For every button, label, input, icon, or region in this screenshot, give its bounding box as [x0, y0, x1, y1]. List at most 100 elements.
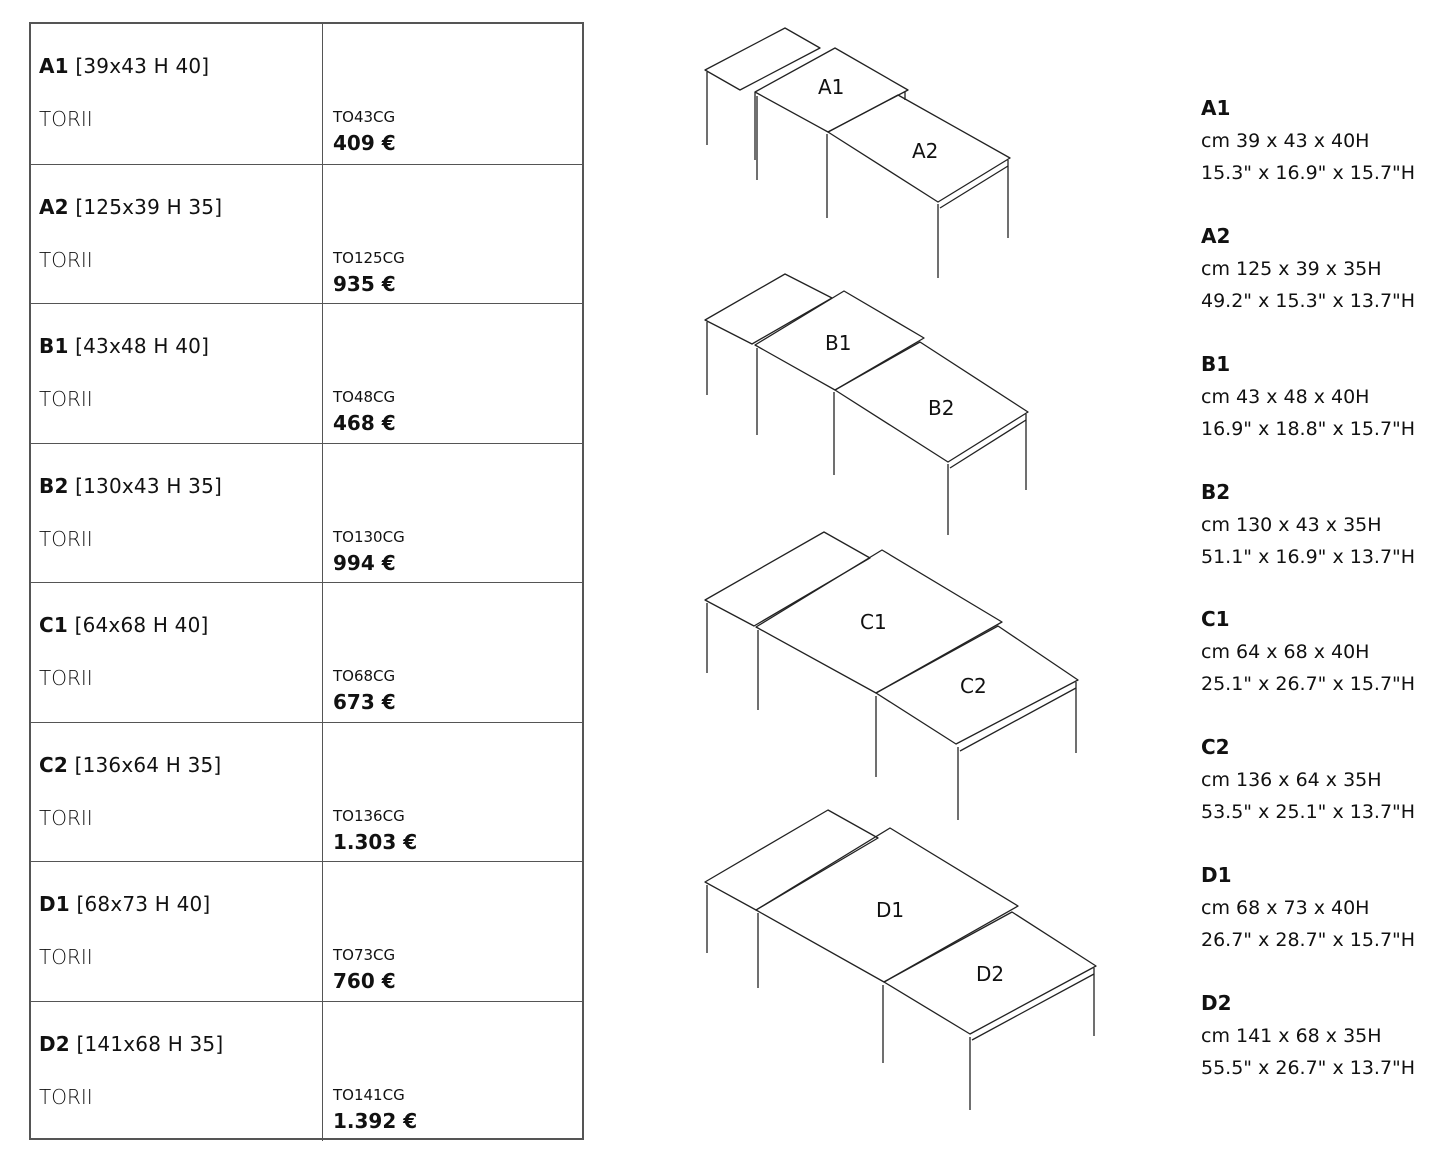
- table-row: D1 [68x73 H 40] TORII TO73CG 760 €: [31, 861, 582, 1001]
- product-price: 1.303 €: [333, 830, 418, 854]
- product-family: TORII: [39, 806, 93, 830]
- product-family: TORII: [39, 945, 93, 969]
- product-family: TORII: [39, 1085, 93, 1109]
- product-code: D1: [39, 892, 70, 916]
- dimension-inch: 16.9" x 18.8" x 15.7"H: [1201, 418, 1416, 440]
- product-code: C2: [39, 753, 68, 777]
- dimension-inch: 26.7" x 28.7" x 15.7"H: [1201, 929, 1416, 951]
- product-family: TORII: [39, 248, 93, 272]
- dimension-inch: 49.2" x 15.3" x 13.7"H: [1201, 290, 1416, 312]
- table-d2-top: [883, 911, 1097, 1035]
- table-row: D2 [141x68 H 35] TORII TO141CG 1.392 €: [31, 1001, 582, 1141]
- product-size: [141x68 H 35]: [76, 1032, 224, 1056]
- product-code: D2: [39, 1032, 70, 1056]
- product-size: [130x43 H 35]: [75, 474, 222, 498]
- product-cell: A2 [125x39 H 35] TORII: [31, 165, 323, 304]
- dimension-inch: 51.1" x 16.9" x 13.7"H: [1201, 546, 1416, 568]
- drawing-label: A1: [818, 75, 844, 99]
- product-family: TORII: [39, 387, 93, 411]
- product-cell: B1 [43x48 H 40] TORII: [31, 304, 323, 443]
- table-c2-top: [875, 625, 1079, 745]
- product-size: [125x39 H 35]: [75, 195, 223, 219]
- dimension-code: B1: [1201, 352, 1231, 376]
- dimension-code: B2: [1201, 480, 1231, 504]
- product-cell: D2 [141x68 H 35] TORII: [31, 1002, 323, 1141]
- drawing-group-b: [704, 273, 1029, 535]
- drawing-group-c: [704, 531, 1079, 820]
- price-table: A1 [39x43 H 40] TORII TO43CG 409 € A2 [1…: [29, 22, 584, 1141]
- back-table-top: [704, 531, 871, 627]
- dimension-code: D1: [1201, 863, 1232, 887]
- product-price: 1.392 €: [333, 1109, 418, 1133]
- table-row: C2 [136x64 H 35] TORII TO136CG 1.303 €: [31, 722, 582, 862]
- dimension-cm: cm 136 x 64 x 35H: [1201, 769, 1382, 791]
- dimension-code: A2: [1201, 224, 1231, 248]
- dimension-cm: cm 39 x 43 x 40H: [1201, 130, 1370, 152]
- drawing-label: C2: [960, 674, 987, 698]
- dimension-cm: cm 43 x 48 x 40H: [1201, 386, 1370, 408]
- dimension-cm: cm 130 x 43 x 35H: [1201, 514, 1382, 536]
- product-sku: TO125CG: [333, 249, 405, 267]
- product-code: A2: [39, 195, 69, 219]
- table-drawings: A1 A2 B1 B2 C1 C2 D1 D2: [690, 20, 1110, 1120]
- dimension-cm: cm 64 x 68 x 40H: [1201, 641, 1370, 663]
- table-d1-top: [755, 827, 1019, 983]
- drawing-label: D1: [876, 898, 904, 922]
- dimension-inch: 55.5" x 26.7" x 13.7"H: [1201, 1057, 1416, 1079]
- dimension-cm: cm 125 x 39 x 35H: [1201, 258, 1382, 280]
- product-code: A1: [39, 54, 69, 78]
- product-cell: C2 [136x64 H 35] TORII: [31, 723, 323, 862]
- product-family: TORII: [39, 527, 93, 551]
- product-price: 409 €: [333, 131, 396, 155]
- table-c1-top: [755, 549, 1003, 694]
- product-sku: TO130CG: [333, 528, 405, 546]
- dimension-code: D2: [1201, 991, 1232, 1015]
- product-size: [68x73 H 40]: [76, 892, 211, 916]
- drawing-label: B2: [928, 396, 954, 420]
- table-b2-top: [834, 341, 1029, 463]
- table-row: A1 [39x43 H 40] TORII TO43CG 409 €: [31, 24, 582, 164]
- table-row: C1 [64x68 H 40] TORII TO68CG 673 €: [31, 582, 582, 722]
- drawing-group-a: [704, 27, 1011, 278]
- dimension-inch: 25.1" x 26.7" x 15.7"H: [1201, 673, 1416, 695]
- product-size: [39x43 H 40]: [75, 54, 210, 78]
- product-size: [136x64 H 35]: [74, 753, 222, 777]
- product-cell: B2 [130x43 H 35] TORII: [31, 444, 323, 583]
- dimension-code: C2: [1201, 735, 1230, 759]
- product-sku: TO43CG: [333, 108, 396, 126]
- product-size: [43x48 H 40]: [75, 334, 210, 358]
- product-code: B1: [39, 334, 69, 358]
- drawing-label: D2: [976, 962, 1004, 986]
- table-row: B2 [130x43 H 35] TORII TO130CG 994 €: [31, 443, 582, 583]
- dimension-code: C1: [1201, 607, 1230, 631]
- back-table-top: [704, 809, 879, 911]
- drawing-group-d: [704, 809, 1097, 1110]
- product-size: [64x68 H 40]: [74, 613, 209, 637]
- product-code: B2: [39, 474, 69, 498]
- product-family: TORII: [39, 666, 93, 690]
- product-price: 760 €: [333, 969, 396, 993]
- dimension-cm: cm 141 x 68 x 35H: [1201, 1025, 1382, 1047]
- product-sku: TO141CG: [333, 1086, 405, 1104]
- drawing-label: B1: [825, 331, 851, 355]
- product-price: 994 €: [333, 551, 396, 575]
- dimension-code: A1: [1201, 96, 1231, 120]
- product-sku: TO48CG: [333, 388, 396, 406]
- product-price: 935 €: [333, 272, 396, 296]
- product-family: TORII: [39, 107, 93, 131]
- product-price: 673 €: [333, 690, 396, 714]
- product-cell: D1 [68x73 H 40] TORII: [31, 862, 323, 1001]
- table-a2-top: [827, 94, 1011, 203]
- product-price: 468 €: [333, 411, 396, 435]
- dimension-inch: 15.3" x 16.9" x 15.7"H: [1201, 162, 1416, 184]
- product-code: C1: [39, 613, 68, 637]
- product-sku: TO136CG: [333, 807, 405, 825]
- drawing-label: A2: [912, 139, 938, 163]
- table-a1-top: [754, 47, 909, 133]
- table-row: A2 [125x39 H 35] TORII TO125CG 935 €: [31, 164, 582, 304]
- product-sku: TO68CG: [333, 667, 396, 685]
- drawing-label: C1: [860, 610, 887, 634]
- table-row: B1 [43x48 H 40] TORII TO48CG 468 €: [31, 303, 582, 443]
- back-table-top: [704, 27, 821, 91]
- back-table-top: [704, 273, 833, 345]
